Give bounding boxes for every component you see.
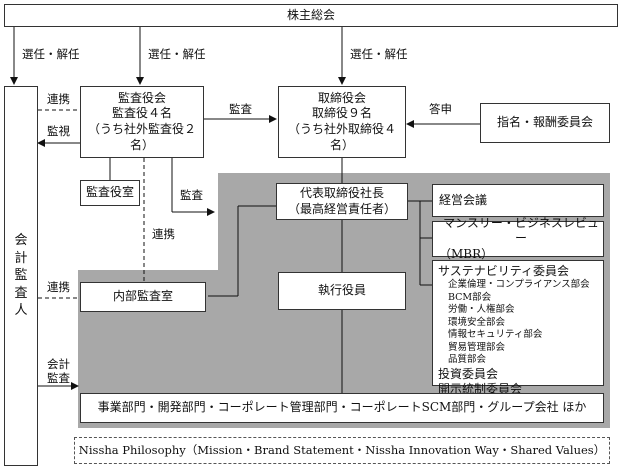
board-title: 取締役会 [317,90,366,105]
president-title: 代表取締役社長 [299,185,384,200]
subcommittee-labor: 労働・人権部会 [448,304,515,316]
label-appoint-board: 選任・解任 [350,47,408,61]
nomination-committee-label: 指名・報酬委員会 [496,115,593,130]
auditor-char-4: 査 [14,285,28,301]
internal-audit-office: 内部監査室 [80,282,206,312]
label-monitoring: 監視 [47,124,70,138]
audit-board: 監査役会 監査役４名 （うち社外監査役２名） [80,86,204,158]
executive-officers-label: 執行役員 [317,283,366,298]
subcommittee-infosec: 情報セキュリティ部会 [448,329,543,341]
label-appoint-auditor: 選任・解任 [22,47,80,61]
label-cooperation-middle: 連携 [152,227,175,241]
label-accounting-1: 会計 [47,357,70,371]
board-members: 取締役９名 [311,106,372,121]
label-appoint-audit-board: 選任・解任 [148,47,206,61]
audit-board-outside: （うち社外監査役２名） [87,122,196,152]
mbr-abbrev: （MBR） [439,246,494,261]
subcommittee-quality: 品質部会 [448,354,487,366]
monthly-business-review: マンスリー・ビジネスレビュー （MBR） [432,216,604,261]
audit-office: 監査役室 [80,180,140,206]
shareholders-meeting-label: 株主総会 [286,7,335,22]
label-audit-down: 監査 [180,188,203,202]
mbr-title: マンスリー・ビジネスレビュー [443,215,599,246]
subcommittee-environment: 環境安全部会 [448,316,506,328]
internal-audit-label: 内部監査室 [112,289,173,304]
label-accounting-2: 監査 [47,371,70,385]
departments-label: 事業部門・開発部門・コーポレート管理部門・コーポレートSCM部門・グループ会社 … [97,400,587,415]
president-ceo: 代表取締役社長 （最高経営責任者） [276,183,408,220]
shareholders-meeting: 株主総会 [4,4,618,27]
disclosure-committee: 開示統制委員会 [438,381,523,396]
label-cooperation-bottom: 連携 [47,280,70,294]
philosophy-label: Nissha Philosophy（Mission・Brand Statemen… [78,443,606,458]
auditor-char-2: 計 [14,250,28,266]
subcommittee-ethics: 企業倫理・コンプライアンス部会 [448,279,590,290]
audit-board-members: 監査役４名 [111,106,172,121]
subcommittee-bcm: BCM部会 [448,291,492,303]
auditor-char-5: 人 [14,303,28,319]
subcommittee-trade: 貿易管理部会 [448,341,506,353]
audit-board-title: 監査役会 [117,90,166,105]
board-of-directors: 取締役会 取締役９名 （うち社外取締役４名） [278,86,406,158]
auditor-char-3: 監 [14,268,28,284]
label-audit-board-arrow: 監査 [229,102,252,116]
label-report: 答申 [429,102,452,116]
accounting-auditor: 会 計 監 査 人 [4,86,38,466]
management-meeting-label: 経営会議 [439,192,488,207]
sustainability-committee: サステナビリティ委員会 企業倫理・コンプライアンス部会 BCM部会 労働・人権部… [432,260,604,396]
sustainability-title: サステナビリティ委員会 [438,264,570,278]
label-cooperation-top: 連携 [47,92,70,106]
nomination-committee: 指名・報酬委員会 [480,103,610,143]
president-role: （最高経営責任者） [287,201,396,216]
nissha-philosophy: Nissha Philosophy（Mission・Brand Statemen… [74,437,610,464]
board-outside: （うち社外取締役４名） [287,122,396,152]
executive-officers: 執行役員 [278,272,406,310]
auditor-char-1: 会 [14,233,28,249]
departments: 事業部門・開発部門・コーポレート管理部門・コーポレートSCM部門・グループ会社 … [80,393,604,423]
management-meeting: 経営会議 [432,184,604,217]
audit-office-label: 監査役室 [85,185,134,200]
investment-committee: 投資委員会 [438,366,499,381]
